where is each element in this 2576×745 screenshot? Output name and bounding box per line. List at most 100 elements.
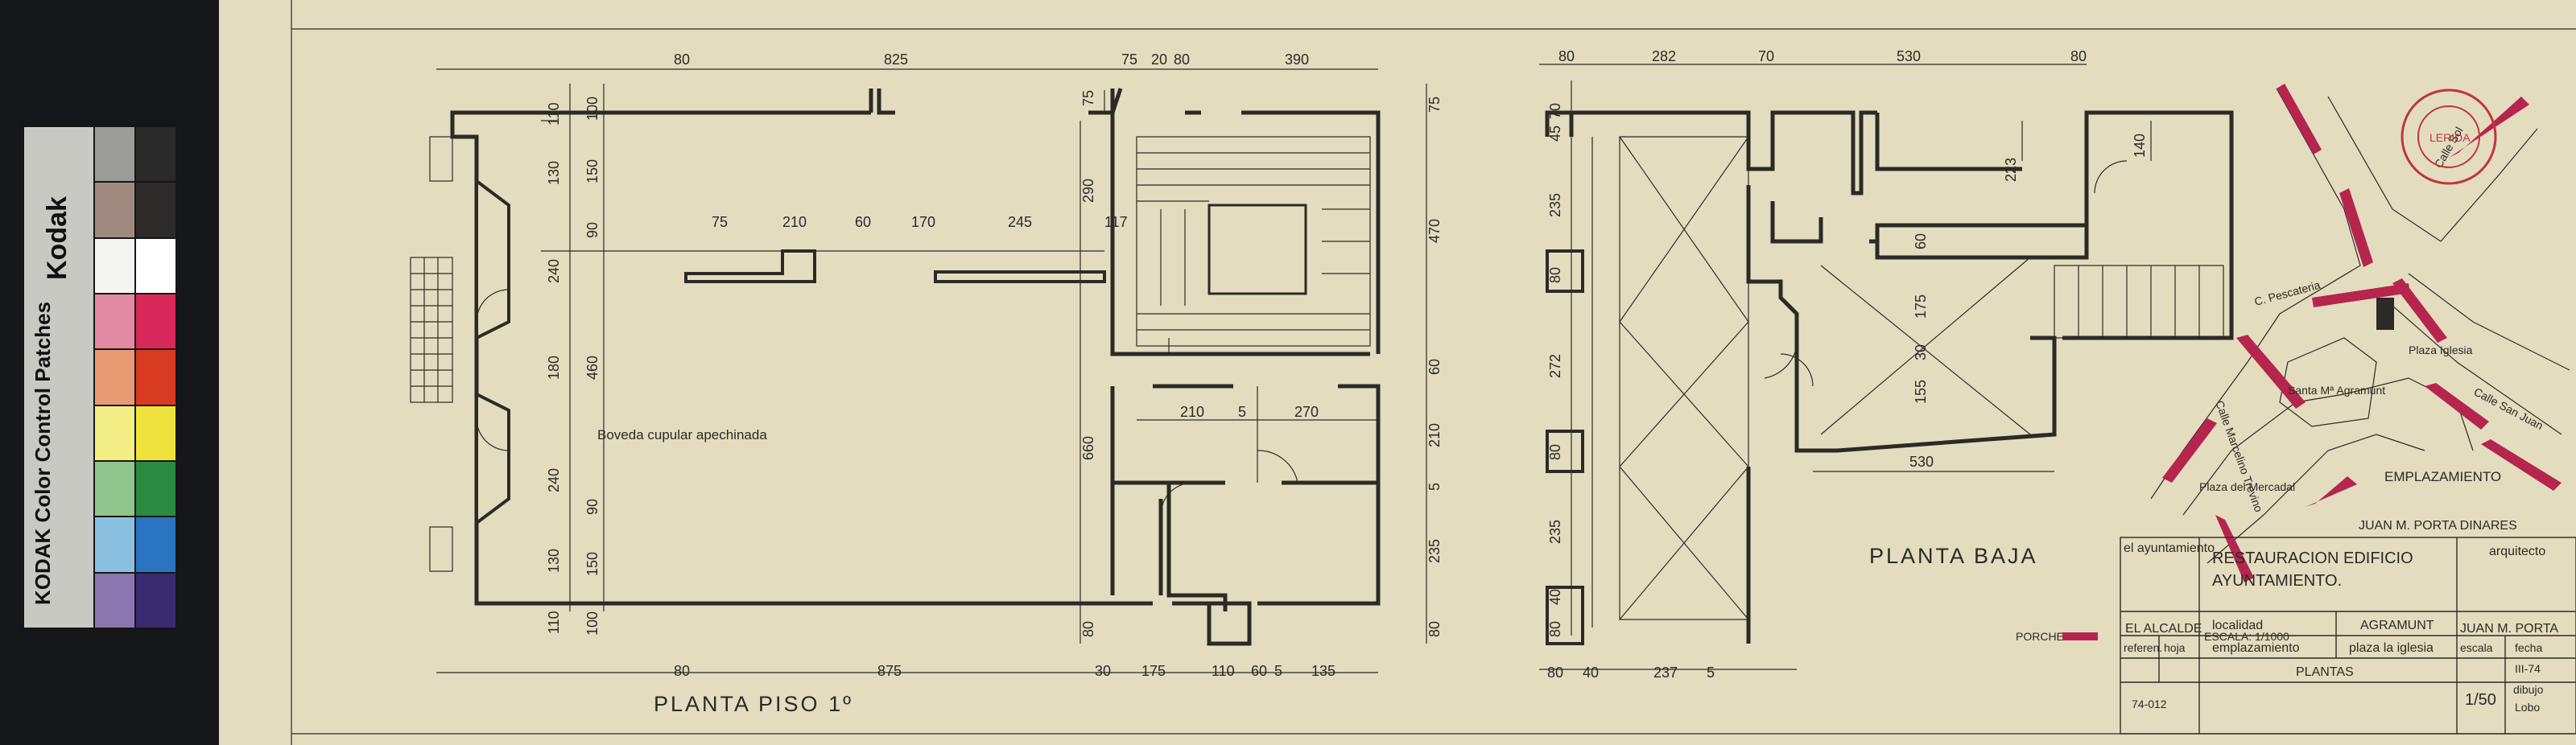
dim-text: 235 (1426, 539, 1443, 563)
color-patch (136, 183, 175, 237)
dim-text: 175 (1141, 663, 1166, 679)
dim-text: 30 (1095, 663, 1111, 679)
dim-text: 150 (584, 552, 601, 576)
color-patch (136, 238, 175, 293)
dim-text: 245 (1008, 214, 1032, 230)
dim-text: 240 (546, 468, 562, 492)
dim-text: 80 (1558, 48, 1575, 64)
color-patch (95, 294, 134, 349)
dim-text: 60 (1913, 233, 1929, 249)
color-patch (136, 294, 175, 349)
dim-text: 80 (2070, 48, 2087, 64)
dim-text: 210 (1426, 423, 1443, 447)
dim-text: 390 (1285, 51, 1309, 68)
dim-text: 75 (1080, 90, 1096, 106)
stamp-city: LERIDA (2429, 131, 2471, 144)
street-labels: Calle Sol C. Pescateria Calle San Juan C… (2199, 125, 2545, 514)
sheet-label: hoja (2164, 641, 2186, 654)
calibration-ruler (24, 127, 93, 628)
dim-text: 70 (1547, 103, 1563, 119)
dim-text: 290 (1080, 179, 1096, 203)
blueprint-sheet: 80 825 75 20 80 390 80 875 30 175 110 60… (219, 0, 2576, 745)
color-patches (95, 127, 175, 628)
upper-plan-dimensions: 80 825 75 20 80 390 80 875 30 175 110 60… (546, 51, 1443, 679)
architect-name: JUAN M. PORTA DINARES (2359, 519, 2517, 533)
dim-text: 175 (1913, 294, 1929, 319)
dim-text: 80 (1426, 621, 1443, 637)
dim-text: 235 (1547, 520, 1563, 544)
dim-text: 170 (911, 214, 935, 230)
color-patch (136, 350, 175, 405)
room-label: Boveda cupular apechinada (597, 427, 767, 442)
dim-text: 110 (546, 611, 562, 634)
dim-text: 5 (1426, 483, 1443, 491)
upper-plan-title: PLANTA PISO 1º (654, 692, 853, 716)
dim-text: 130 (546, 161, 562, 185)
architects-college-stamp: LERIDA (2401, 88, 2497, 185)
color-patch (95, 517, 134, 572)
dim-text: 660 (1080, 436, 1096, 460)
location-map: Calle Sol C. Pescateria Calle San Juan C… (2150, 84, 2570, 582)
date-value: III-74 (2515, 662, 2541, 675)
dim-text: 235 (1547, 193, 1563, 217)
dim-text: 75 (1426, 97, 1443, 113)
dim-text: 60 (1426, 359, 1443, 375)
dim-text: 825 (884, 51, 908, 68)
dim-text: 240 (546, 259, 562, 283)
color-patch (95, 573, 134, 628)
place-label: Santa Mª Agramunt (2288, 384, 2385, 397)
dim-text: 100 (584, 97, 601, 121)
sheet-contents: PLANTAS (2296, 665, 2354, 679)
color-patch (95, 238, 134, 293)
color-patch (95, 183, 134, 237)
street-label: Calle Marcelino Trevino (2213, 399, 2265, 514)
color-patch (136, 573, 175, 628)
color-calibration-bar: KODAK Color Control Patches Kodak (19, 122, 177, 632)
dim-text: 60 (855, 214, 871, 230)
scale-label: escala (2460, 641, 2493, 654)
dim-text: 530 (1909, 454, 1934, 470)
dim-text: 75 (1121, 51, 1137, 68)
date-label: fecha (2515, 641, 2542, 654)
dim-text: 130 (546, 549, 562, 573)
dim-text: 20 (1151, 51, 1167, 68)
porch-legend-swatch (2062, 632, 2098, 640)
scale-note: ESCALA: 1/1000 (2204, 630, 2289, 643)
dim-text: 140 (2132, 134, 2148, 158)
porch-highlights (2162, 84, 2562, 582)
dim-text: 80 (1174, 51, 1190, 68)
church-marker (2376, 298, 2394, 330)
architect-signature: JUAN M. PORTA (2460, 622, 2558, 636)
project-title-line1: RESTAURACION EDIFICIO (2212, 549, 2413, 567)
left-inner-dims: 100 150 90 460 90 150 100 (584, 97, 601, 636)
dim-text: 30 (1913, 344, 1929, 360)
locality-label: localidad (2212, 619, 2263, 632)
color-patch (95, 127, 134, 182)
color-patch (136, 405, 175, 460)
dim-text: 282 (1652, 48, 1676, 64)
title-block: JUAN M. PORTA DINARES arquitecto el ayun… (2120, 519, 2576, 735)
dim-text: 470 (1426, 219, 1443, 243)
color-patch (136, 127, 175, 182)
left-outer-dims: 110 130 240 180 240 130 110 (546, 102, 562, 634)
dim-text: 80 (674, 663, 690, 679)
architect-role: arquitecto (2489, 545, 2545, 558)
dim-text: 155 (1913, 380, 1929, 404)
map-caption: EMPLAZAMIENTO (2384, 469, 2501, 484)
ground-plan-title: PLANTA BAJA (1869, 544, 2038, 568)
reference-value: 74-012 (2132, 698, 2167, 710)
dim-text: 5 (1274, 663, 1282, 679)
drawn-value: Lobo (2515, 701, 2540, 714)
dim-text: 117 (1104, 214, 1128, 230)
kodak-logo: Kodak (42, 196, 72, 280)
dim-text: 150 (584, 159, 601, 183)
dim-text: 223 (2003, 158, 2019, 182)
ground-floor-plan: 80 282 70 530 80 45 70 235 80 272 80 235… (1539, 48, 2289, 681)
color-patch (136, 517, 175, 572)
dim-text: 40 (1547, 589, 1563, 605)
dim-text: 90 (584, 222, 601, 238)
dim-text: 80 (1080, 621, 1096, 637)
dim-text: 5 (1238, 404, 1246, 420)
dim-text: 80 (674, 51, 690, 68)
dim-text: 80 (1547, 267, 1563, 283)
